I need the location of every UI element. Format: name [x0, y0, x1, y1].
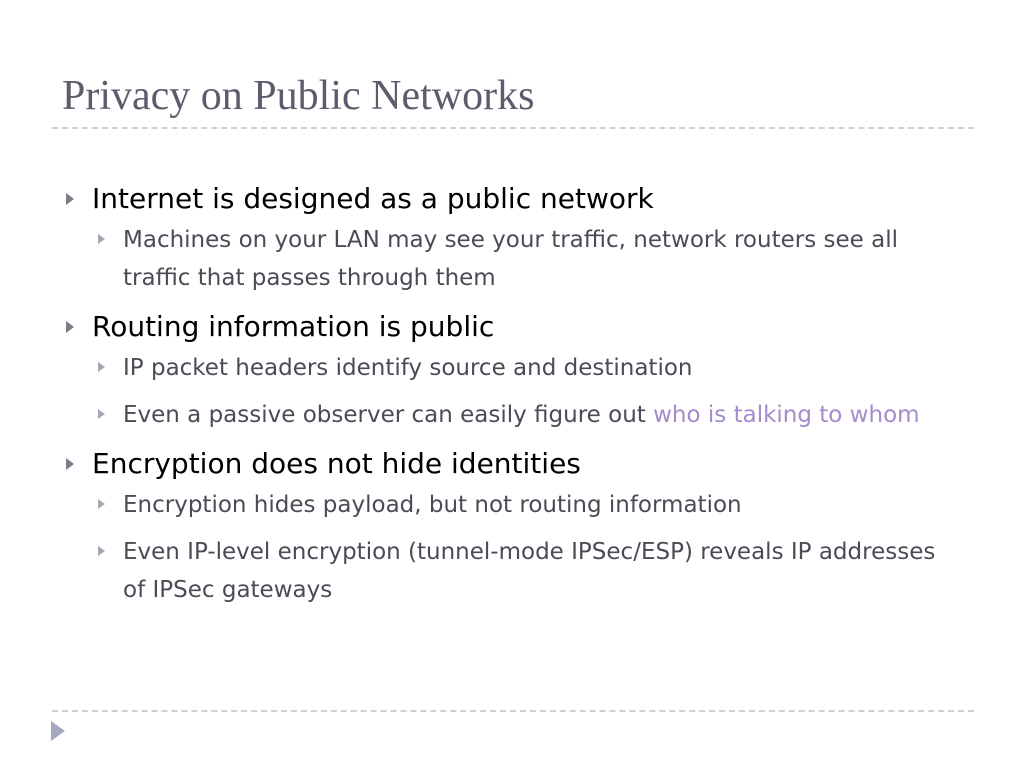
title-divider — [52, 127, 974, 129]
bullet-level2: Even IP-level encryption (tunnel-mode IP… — [62, 533, 962, 609]
bullet-level1: Internet is designed as a public network — [62, 178, 962, 220]
bullet-level2: Encryption hides payload, but not routin… — [62, 486, 962, 524]
triangle-bullet-icon — [66, 458, 74, 470]
triangle-bullet-icon — [98, 409, 105, 419]
triangle-bullet-icon — [66, 193, 74, 205]
triangle-bullet-icon — [98, 362, 105, 372]
triangle-bullet-icon — [98, 234, 105, 244]
sub-bullet-text: Machines on your LAN may see your traffi… — [123, 227, 898, 291]
sub-bullet-text: Encryption hides payload, but not routin… — [123, 492, 742, 518]
bullet-level2: IP packet headers identify source and de… — [62, 349, 962, 387]
sub-bullet-text: Even IP-level encryption (tunnel-mode IP… — [123, 539, 936, 603]
triangle-bullet-icon — [66, 321, 74, 333]
bullet-text: Routing information is public — [92, 310, 495, 343]
bullet-level1: Routing information is public — [62, 306, 962, 348]
sub-bullet-text: IP packet headers identify source and de… — [123, 355, 693, 381]
triangle-bullet-icon — [98, 499, 105, 509]
triangle-bullet-icon — [98, 546, 105, 556]
slide-title: Privacy on Public Networks — [62, 73, 535, 119]
sub-bullet-text: Even a passive observer can easily figur… — [123, 402, 654, 428]
bullet-text: Encryption does not hide identities — [92, 447, 581, 480]
bullet-level2: Even a passive observer can easily figur… — [62, 396, 962, 434]
bullet-level2: Machines on your LAN may see your traffi… — [62, 221, 962, 297]
play-triangle-icon[interactable] — [51, 721, 65, 741]
highlighted-text: who is talking to whom — [653, 402, 920, 428]
footer-divider — [52, 710, 974, 712]
bullet-list: Internet is designed as a public network… — [62, 178, 962, 609]
bullet-text: Internet is designed as a public network — [92, 182, 654, 215]
bullet-level1: Encryption does not hide identities — [62, 443, 962, 485]
